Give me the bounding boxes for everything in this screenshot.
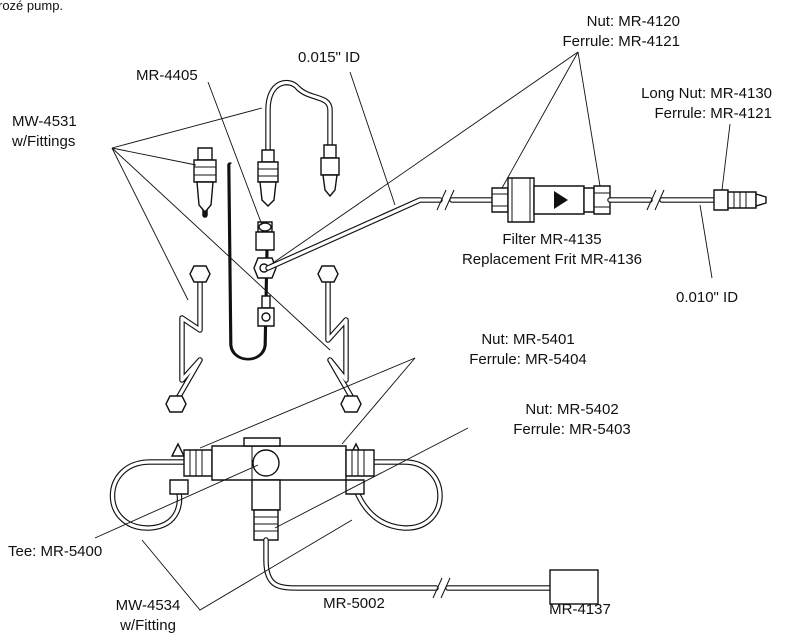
label-frit-mr4136: Replacement Frit MR-4136	[462, 251, 642, 268]
union-mr4405	[255, 221, 275, 251]
nut-mr4120-right	[593, 185, 611, 215]
mw4531-tubing-assembly	[165, 79, 362, 413]
labels: MW-4531 w/Fittings MR-4405 0.015" ID Nut…	[8, 13, 772, 634]
label-mw4534-line1: MW-4534	[116, 597, 181, 614]
zigzag-tube-left	[165, 265, 211, 413]
label-id-010: 0.010" ID	[676, 289, 738, 306]
end-fitting-mr4137	[549, 569, 599, 605]
label-filter-mr4135: Filter MR-4135	[502, 231, 601, 248]
flow-arrow-icon	[554, 191, 568, 209]
label-long-nut-mr4130: Long Nut: MR-4130	[641, 85, 772, 102]
nut-mr4120-left	[491, 187, 509, 213]
caption-fragment: rozé pump.	[0, 0, 63, 13]
fitting-right-upper	[320, 144, 340, 198]
tee-nut-left	[183, 449, 213, 477]
filter-mr4135	[507, 177, 595, 223]
label-tee-mr5400: Tee: MR-5400	[8, 543, 102, 560]
elbow-fitting	[253, 257, 277, 279]
leader-lines	[94, 51, 731, 611]
fitting-left-upper	[193, 147, 217, 214]
label-longnut-ferrule-mr4121: Ferrule: MR-4121	[654, 105, 772, 122]
zigzag-tube-right	[317, 265, 362, 413]
label-id-015: 0.015" ID	[298, 49, 360, 66]
label-mw4534-line2: w/Fitting	[119, 617, 176, 634]
long-nut-mr4130	[713, 189, 767, 211]
fitting-mid-lower	[257, 295, 275, 327]
fitting-mid-upper	[257, 149, 279, 207]
label-ferrule-mr5403: Ferrule: MR-5403	[513, 421, 631, 438]
tee-nut-bottom	[253, 509, 279, 541]
label-mw4531-line2: w/Fittings	[11, 133, 75, 150]
label-nut-mr4120: Nut: MR-4120	[587, 13, 680, 30]
label-mr5002: MR-5002	[323, 595, 385, 612]
filter-line-assembly	[265, 177, 767, 271]
tee-nut-right	[345, 449, 375, 477]
label-mr4137: MR-4137	[549, 601, 611, 618]
tee-body-mr5400	[211, 437, 347, 511]
label-ferrule-mr4121: Ferrule: MR-4121	[562, 33, 680, 50]
label-mw4531-line1: MW-4531	[12, 113, 77, 130]
tee-assembly	[109, 437, 599, 605]
label-mr4405: MR-4405	[136, 67, 198, 84]
label-nut-mr5401: Nut: MR-5401	[481, 331, 574, 348]
label-nut-mr5402: Nut: MR-5402	[525, 401, 618, 418]
label-ferrule-mr5404: Ferrule: MR-5404	[469, 351, 587, 368]
